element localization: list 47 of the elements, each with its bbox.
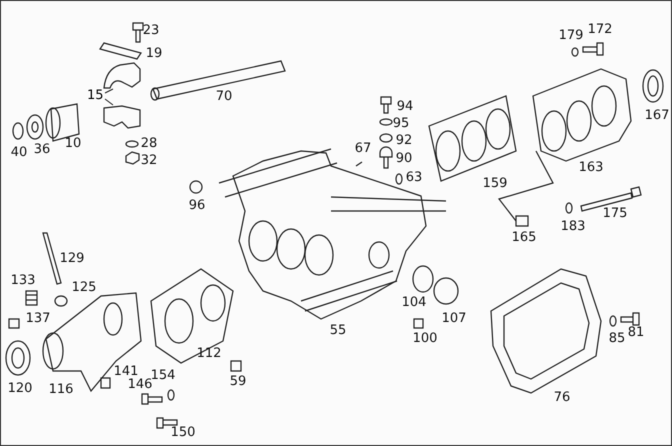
callout-number: 81 (628, 326, 644, 340)
callout-number: 167 (644, 109, 670, 123)
callout-number: 165 (512, 231, 536, 245)
callout-number: 40 (10, 146, 28, 160)
callout-number: 19 (146, 47, 162, 61)
callout-number: 63 (406, 171, 422, 185)
callout-number: 116 (48, 383, 74, 397)
callout-number: 141 (114, 365, 138, 379)
callout-number: 107 (442, 312, 466, 326)
callout-number: 179 (558, 29, 584, 43)
callout-number: 112 (196, 347, 222, 361)
callout-number: 163 (578, 161, 604, 175)
callout-number: 95 (392, 117, 410, 131)
callout-number: 96 (188, 199, 206, 213)
callout-number: 23 (142, 24, 160, 38)
callout-number: 172 (588, 23, 612, 37)
callout-number: 59 (230, 375, 246, 389)
callout-number: 146 (128, 378, 152, 392)
callout-number: 183 (560, 220, 586, 234)
callout-number: 36 (34, 143, 50, 157)
callout-number: 133 (10, 274, 36, 288)
callout-number: 159 (482, 177, 508, 191)
leader-line (104, 98, 114, 106)
callout-number: 10 (64, 137, 82, 151)
callout-number: 28 (140, 137, 158, 151)
callout-number: 90 (396, 152, 412, 166)
callout-number: 55 (330, 324, 346, 338)
callout-number: 125 (72, 281, 96, 295)
callout-number: 154 (150, 369, 176, 383)
callout-number: 94 (396, 100, 414, 114)
callout-number: 104 (402, 296, 426, 310)
callout-number: 92 (396, 134, 412, 148)
leader-line (104, 88, 114, 94)
callout-number: 85 (608, 332, 626, 346)
callout-number: 100 (412, 332, 438, 346)
callout-number: 175 (602, 207, 628, 221)
callout-number: 32 (140, 154, 158, 168)
bearing-cap-drawing (102, 61, 142, 90)
callout-number: 137 (26, 312, 50, 326)
callout-number: 150 (170, 426, 196, 440)
callout-number: 15 (87, 89, 105, 103)
callout-number: 70 (216, 90, 232, 104)
callout-number: 129 (60, 252, 84, 266)
bearing-block-drawing (102, 104, 142, 130)
callout-number: 76 (554, 391, 570, 405)
callout-number: 120 (8, 382, 32, 396)
callout-number: 67 (354, 142, 372, 156)
